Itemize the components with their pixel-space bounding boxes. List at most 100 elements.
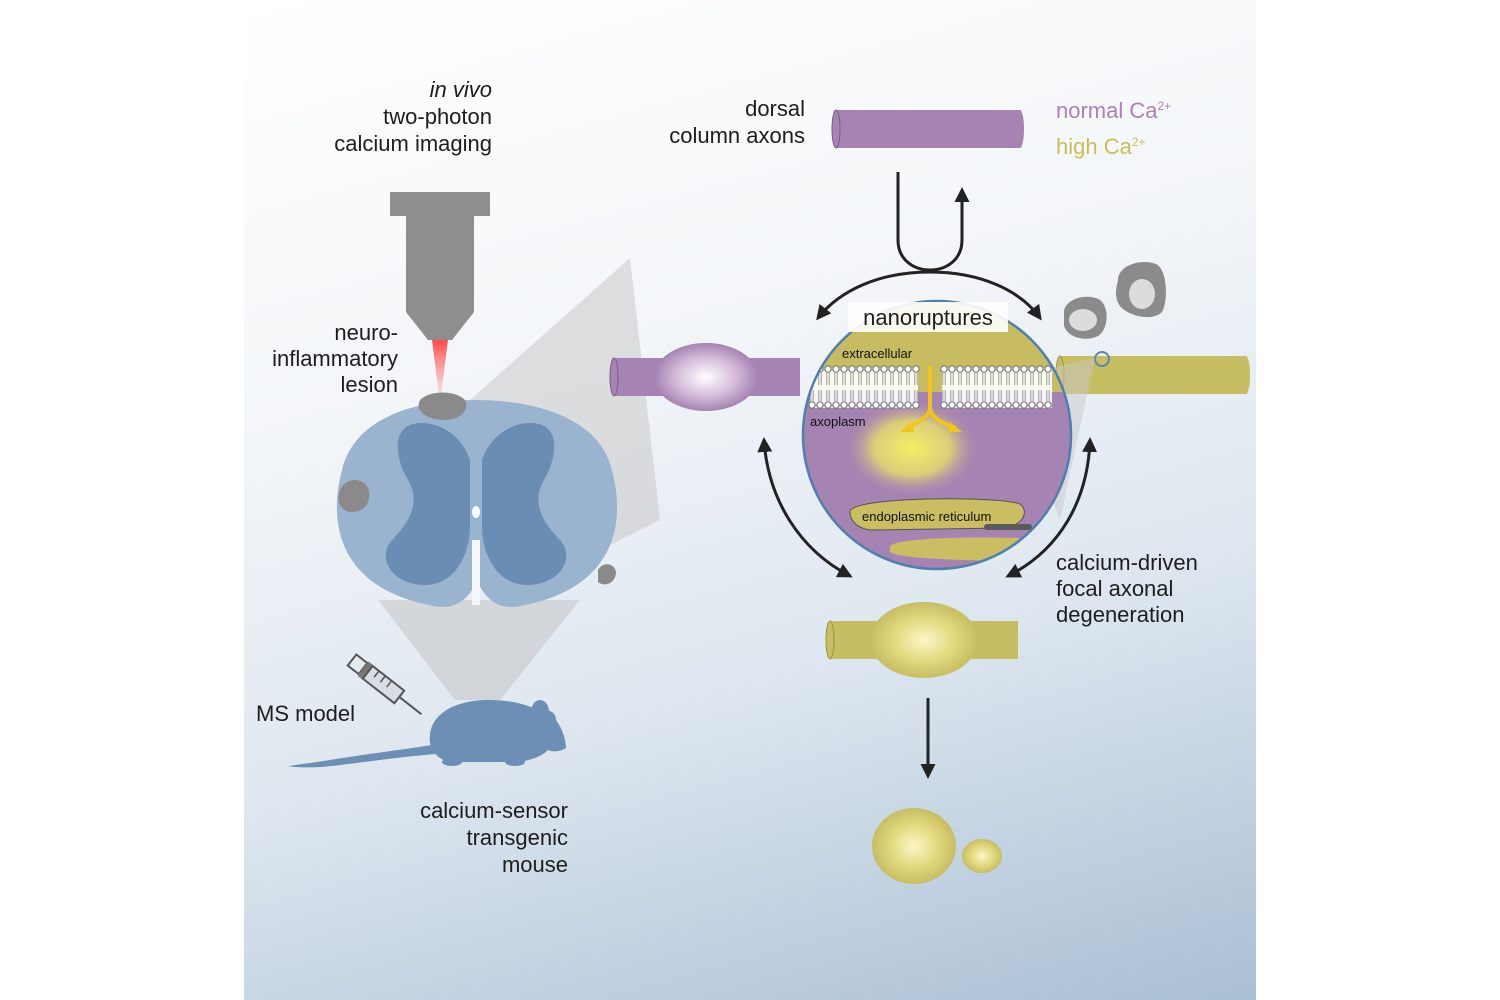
lipid-head	[840, 365, 848, 373]
spinal-cord-cross-section	[336, 392, 618, 608]
lipid-head	[980, 365, 988, 373]
lesion-right	[598, 564, 616, 585]
swollen-high-calcium-axon	[825, 602, 1018, 678]
lesion-label-line2: inflammatory	[272, 346, 398, 371]
imaging-label: in vivo two-photon calcium imaging	[334, 77, 492, 156]
lipid-head	[824, 365, 832, 373]
lesion-label-line3: lesion	[341, 372, 398, 397]
lipid-head	[816, 401, 824, 409]
legend: normal Ca2+ high Ca2+	[1056, 98, 1171, 159]
lipid-head	[864, 401, 872, 409]
imaging-label-line2: two-photon	[383, 104, 492, 129]
lipid-head	[972, 365, 980, 373]
swollen-normal-axon	[609, 343, 800, 411]
immune-cells	[1064, 261, 1166, 339]
imaging-label-line3: calcium imaging	[334, 131, 492, 156]
mouse-label-line1: calcium-sensor	[420, 798, 568, 823]
right-bidirectional-arrow	[1005, 437, 1098, 578]
lipid-head	[1012, 365, 1020, 373]
degeneration-label-line3: degeneration	[1056, 602, 1184, 627]
lipid-head	[848, 365, 856, 373]
lesion-label: neuro- inflammatory lesion	[272, 320, 398, 397]
mouse-label-line2: transgenic	[466, 825, 568, 850]
syringe-icon	[346, 653, 422, 715]
lipid-head	[1004, 401, 1012, 409]
lipid-head	[1036, 365, 1044, 373]
lipid-head	[1004, 365, 1012, 373]
axoplasm-label: axoplasm	[810, 414, 866, 429]
nanoruptures-label: nanoruptures	[863, 305, 993, 330]
lipid-head	[896, 365, 904, 373]
microscope-objective-icon	[390, 192, 490, 395]
degeneration-label-line2: focal axonal	[1056, 576, 1173, 601]
lipid-head	[1020, 365, 1028, 373]
lipid-head	[808, 401, 816, 409]
legend-high: high Ca2+	[1056, 134, 1146, 159]
lipid-head	[1044, 365, 1052, 373]
legend-normal: normal Ca2+	[1056, 98, 1171, 123]
lipid-head	[988, 401, 996, 409]
lipid-bilayer	[808, 365, 1052, 409]
lipid-head	[940, 365, 948, 373]
left-bidirectional-arrow	[757, 437, 853, 578]
lipid-head	[840, 401, 848, 409]
laser-beam	[432, 340, 448, 395]
lipid-head	[956, 401, 964, 409]
lipid-head	[832, 365, 840, 373]
lipid-head	[872, 401, 880, 409]
lipid-head	[988, 365, 996, 373]
reversible-arrow	[896, 172, 970, 272]
lipid-head	[964, 365, 972, 373]
lipid-head	[948, 365, 956, 373]
lipid-head	[1028, 365, 1036, 373]
lipid-head	[864, 365, 872, 373]
lipid-head	[980, 401, 988, 409]
imaging-label-line1: in vivo	[430, 77, 492, 102]
lipid-head	[824, 401, 832, 409]
lipid-head	[808, 365, 816, 373]
mouse-label: calcium-sensor transgenic mouse	[420, 798, 568, 877]
lipid-head	[856, 401, 864, 409]
lipid-head	[1044, 401, 1052, 409]
lipid-head	[888, 401, 896, 409]
lesion-left	[338, 479, 370, 512]
arrow-to-left-axon	[816, 270, 931, 321]
lipid-head	[856, 365, 864, 373]
ms-model-label: MS model	[256, 701, 355, 726]
rupture-marker	[1094, 351, 1110, 367]
lipid-head	[896, 401, 904, 409]
mouse-label-line3: mouse	[502, 852, 568, 877]
membrane-inset: extracellular axoplasm endoplasmic retic…	[801, 299, 1073, 571]
lipid-head	[964, 401, 972, 409]
lipid-head	[904, 365, 912, 373]
lipid-head	[972, 401, 980, 409]
axon-fragments	[872, 808, 1002, 884]
lipid-head	[1036, 401, 1044, 409]
lipid-head	[912, 365, 920, 373]
lipid-head	[1020, 401, 1028, 409]
lipid-head	[872, 365, 880, 373]
lipid-head	[1028, 401, 1036, 409]
lipid-head	[880, 365, 888, 373]
arrow-to-right-axon	[929, 270, 1042, 321]
mouse-cone	[378, 600, 580, 700]
lipid-head	[1012, 401, 1020, 409]
lipid-head	[832, 401, 840, 409]
extracellular-label: extracellular	[842, 346, 913, 361]
lesion-label-line1: neuro-	[334, 320, 398, 345]
degeneration-label: calcium-driven focal axonal degeneration	[1056, 550, 1198, 627]
normal-axon	[831, 109, 1024, 149]
lipid-head	[880, 401, 888, 409]
lipid-head	[996, 365, 1004, 373]
er-label: endoplasmic reticulum	[862, 509, 991, 524]
lipid-head	[948, 401, 956, 409]
axon-label: dorsal column axons	[669, 96, 805, 148]
axon-label-line2: column axons	[669, 123, 805, 148]
lipid-head	[848, 401, 856, 409]
lipid-head	[996, 401, 1004, 409]
lesion-top	[418, 392, 467, 420]
axon-label-line1: dorsal	[745, 96, 805, 121]
degeneration-label-line1: calcium-driven	[1056, 550, 1198, 575]
lipid-head	[912, 401, 920, 409]
